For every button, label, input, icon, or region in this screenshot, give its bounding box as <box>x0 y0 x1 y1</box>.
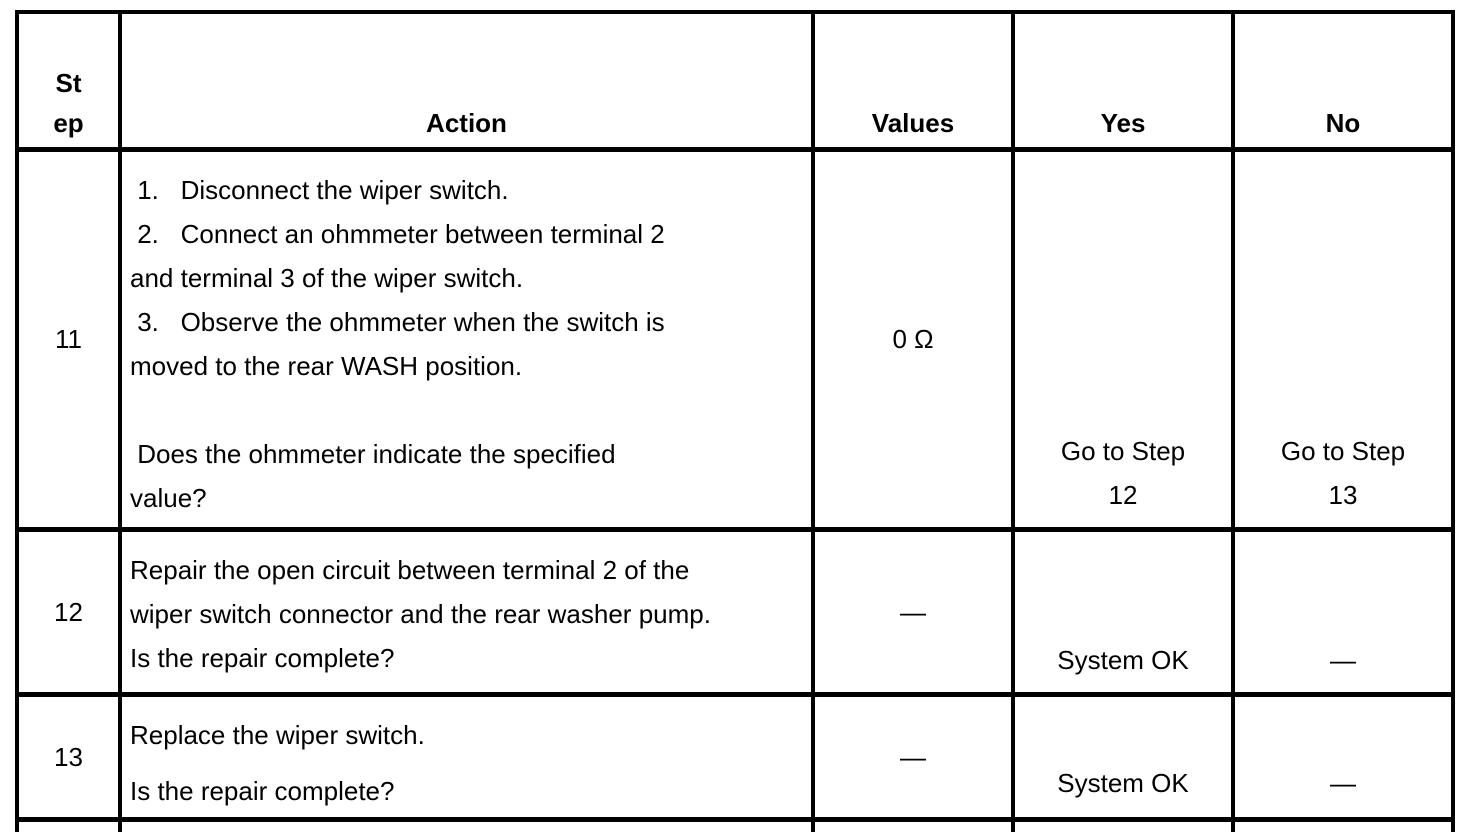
value-dash: — <box>900 596 926 627</box>
diagnostic-table: St ep Action Values Yes No 11 1. Disconn… <box>15 10 1455 832</box>
header-values: Values <box>815 14 1015 152</box>
action-line: Replace the wiper switch. <box>130 720 425 750</box>
row-11-step-cell: 11 <box>19 152 122 532</box>
table-continuation-stub <box>19 822 122 832</box>
header-step: St ep <box>19 14 122 152</box>
action-line: 2. Connect an ohmmeter between terminal … <box>130 219 665 249</box>
row-12-values-cell: — <box>815 532 1015 697</box>
action-line: and terminal 3 of the wiper switch. <box>130 263 524 293</box>
blank-line <box>130 388 803 432</box>
step-number: 11 <box>55 324 82 354</box>
action-line: moved to the rear WASH position. <box>130 351 523 381</box>
row-11-values-cell: 0 Ω <box>815 152 1015 532</box>
value-text: 0 Ω <box>892 324 934 354</box>
row-12-action-cell: Repair the open circuit between terminal… <box>122 532 815 697</box>
header-action: Action <box>122 14 815 152</box>
row-11-action-cell: 1. Disconnect the wiper switch. 2. Conne… <box>122 152 815 532</box>
header-no: No <box>1235 14 1455 152</box>
table-continuation-stub <box>1235 822 1455 832</box>
row-12-step-cell: 12 <box>19 532 122 697</box>
yes-text: System OK <box>1057 768 1189 798</box>
header-action-label: Action <box>426 108 507 138</box>
action-line: wiper switch connector and the rear wash… <box>130 599 711 629</box>
header-yes-label: Yes <box>1100 108 1146 138</box>
goto-line: Go to Step <box>1280 436 1406 466</box>
no-dash: — <box>1330 768 1356 798</box>
row-13-step-cell: 13 <box>19 697 122 822</box>
row-12-no-cell: — <box>1235 532 1455 697</box>
goto-step-number: 12 <box>1108 480 1138 510</box>
row-13-values-cell: — <box>815 697 1015 822</box>
goto-step-number: 13 <box>1328 480 1358 510</box>
row-13-action-cell: Replace the wiper switch. Is the repair … <box>122 697 815 822</box>
question-line: Is the repair complete? <box>130 776 395 806</box>
no-dash: — <box>1330 645 1356 675</box>
question-line: Does the ohmmeter indicate the specified <box>130 439 616 469</box>
step-number: 13 <box>54 741 83 772</box>
header-values-label: Values <box>871 108 955 138</box>
action-line: Repair the open circuit between terminal… <box>130 555 690 585</box>
header-step-line1: St <box>55 68 82 98</box>
row-12-yes-cell: System OK <box>1015 532 1235 697</box>
table-continuation-stub <box>815 822 1015 832</box>
row-13-yes-cell: System OK <box>1015 697 1235 822</box>
table-continuation-stub <box>1015 822 1235 832</box>
header-step-line2: ep <box>53 108 84 138</box>
action-line: 3. Observe the ohmmeter when the switch … <box>130 307 665 337</box>
value-dash: — <box>900 741 926 772</box>
yes-text: System OK <box>1057 645 1189 675</box>
question-line: Is the repair complete? <box>130 643 395 673</box>
question-line: value? <box>130 483 207 513</box>
row-11-no-cell: Go to Step 13 <box>1235 152 1455 532</box>
goto-line: Go to Step <box>1060 436 1186 466</box>
header-no-label: No <box>1325 108 1361 138</box>
row-11-yes-cell: Go to Step 12 <box>1015 152 1235 532</box>
table-continuation-stub <box>122 822 815 832</box>
row-13-no-cell: — <box>1235 697 1455 822</box>
step-number: 12 <box>54 596 83 627</box>
header-yes: Yes <box>1015 14 1235 152</box>
action-line: 1. Disconnect the wiper switch. <box>130 175 509 205</box>
